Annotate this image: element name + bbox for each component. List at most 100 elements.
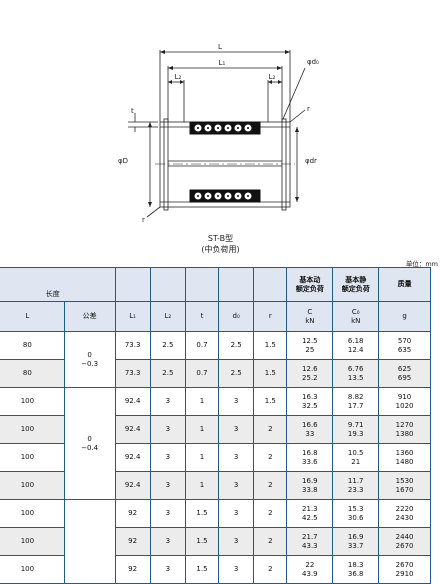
dim-D-label: φD: [118, 157, 128, 165]
cell-d0: 3: [218, 415, 255, 444]
cell-d0: 3: [218, 387, 255, 416]
cell-L: 80: [0, 359, 65, 388]
dim-dr-label: φdr: [305, 157, 317, 165]
dim-d0-label: φd₀: [307, 58, 319, 66]
cell-L2: 3: [149, 499, 186, 528]
cell-r: 2: [253, 471, 288, 500]
tolerance-cell-empty: [63, 499, 116, 584]
cell-d0: 3: [218, 443, 255, 472]
cell-t: 1: [184, 471, 220, 500]
dim-L-label: L: [218, 43, 222, 51]
cell-r: 2: [253, 499, 288, 528]
cell-t: 1.5: [184, 527, 220, 556]
cell-L2: 3: [149, 387, 186, 416]
col-t-header: t: [184, 301, 220, 332]
cell-r: 1.5: [253, 387, 288, 416]
cell-L: 100: [0, 527, 65, 556]
cell-r: 1.5: [253, 359, 288, 388]
cell-r: 2: [253, 527, 288, 556]
cell-r: 2: [253, 555, 288, 584]
cell-L: 100: [0, 387, 65, 416]
cell-t: 0.7: [184, 331, 220, 360]
spec-table: 长度 基本动额定负荷 基本静额定负荷 质量 L 公差 L₁ L₂ t d₀ r …: [0, 267, 431, 584]
mass-header: 质量: [378, 267, 431, 302]
cell-d0: 2.5: [218, 331, 255, 360]
cell-L: 100: [0, 555, 65, 584]
tolerance-cell: 0−0.3: [63, 331, 116, 388]
cell-L: 100: [0, 415, 65, 444]
cell-L1: 73.3: [114, 331, 151, 360]
dim-r-top-label: r: [307, 105, 310, 113]
cell-L1: 92.4: [114, 471, 151, 500]
dim-L2-right-label: L₂: [269, 73, 276, 81]
dim-L2-left-label: L₂: [175, 73, 182, 81]
cell-r: 2: [253, 415, 288, 444]
cell-L2: 2.5: [149, 331, 186, 360]
col-L1-header: L₁: [114, 301, 151, 332]
col-tolerance-header: 公差: [63, 301, 116, 332]
cell-L2: 3: [149, 415, 186, 444]
drawing-type-caption: ST-B型: [207, 234, 234, 243]
cell-L2: 3: [149, 555, 186, 584]
static-load-header: 基本静额定负荷: [332, 267, 380, 302]
col-r-header: r: [253, 301, 288, 332]
cell-L1: 92: [114, 555, 151, 584]
cell-t: 1.5: [184, 555, 220, 584]
bearing-drawing: L L₁ L₂ L₂ φd₀ t φD φdr r r: [118, 43, 319, 224]
dim-L1-label: L₁: [219, 59, 226, 67]
cell-t: 1: [184, 387, 220, 416]
tolerance-cell: 0−0.4: [63, 387, 116, 500]
cell-L: 100: [0, 471, 65, 500]
unit-label: 单位：mm: [405, 260, 438, 268]
cell-L2: 3: [149, 471, 186, 500]
cell-t: 1.5: [184, 499, 220, 528]
cell-t: 1: [184, 415, 220, 444]
cell-L2: 2.5: [149, 359, 186, 388]
col-d0-header: d₀: [218, 301, 255, 332]
drawing-load-caption: (中负荷用): [201, 245, 240, 254]
cell-L1: 92.4: [114, 443, 151, 472]
cell-d0: 3: [218, 499, 255, 528]
cell-L1: 92.4: [114, 387, 151, 416]
cell-r: 1.5: [253, 331, 288, 360]
dim-r-bottom-label: r: [142, 216, 145, 224]
cell-d0: 3: [218, 527, 255, 556]
cell-L: 100: [0, 499, 65, 528]
length-group-header: 长度: [45, 290, 60, 298]
col-L-header: L: [0, 301, 65, 332]
cell-d0: 3: [218, 471, 255, 500]
cell-d0: 2.5: [218, 359, 255, 388]
cell-L: 100: [0, 443, 65, 472]
cell-L1: 92.4: [114, 415, 151, 444]
cell-t: 0.7: [184, 359, 220, 388]
dynamic-load-header: 基本动额定负荷: [286, 267, 334, 302]
